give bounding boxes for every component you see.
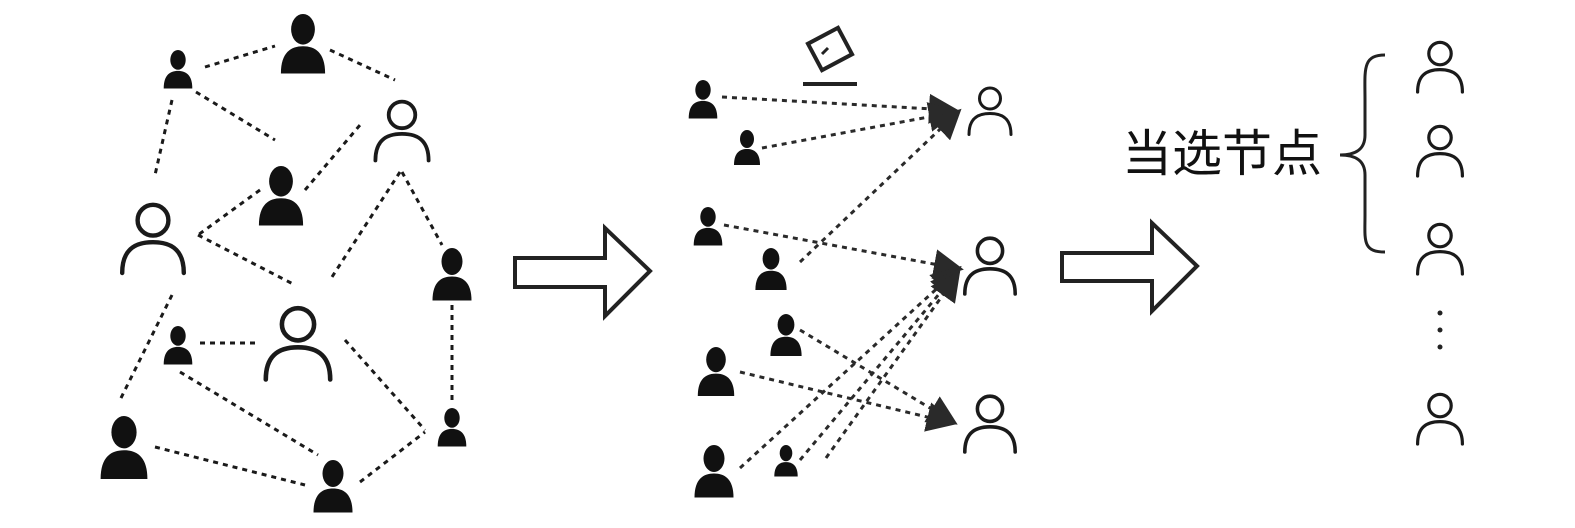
candidates <box>962 86 1018 454</box>
ellipsis-dot <box>1437 310 1443 316</box>
network-panel <box>100 13 472 513</box>
ellipsis-dot <box>1437 344 1443 350</box>
vote-links <box>721 93 964 470</box>
network-link <box>179 370 319 457</box>
vertical-ellipsis-icon <box>1437 310 1443 350</box>
elected-node <box>1415 392 1465 446</box>
network-link <box>204 44 276 69</box>
candidate-node <box>967 86 1013 136</box>
elected-node <box>1415 124 1465 178</box>
voter-node <box>100 416 148 479</box>
voting-panel <box>688 25 1018 498</box>
elected-node <box>1415 222 1465 276</box>
voter-node <box>770 314 802 356</box>
vote-arrow <box>738 265 962 470</box>
network-link <box>197 233 296 287</box>
network-link <box>153 99 174 176</box>
vote-arrow <box>824 270 961 459</box>
network-nodes <box>100 13 472 513</box>
network-link <box>329 48 396 82</box>
curly-brace-icon <box>1339 53 1386 254</box>
voter-node <box>734 130 760 165</box>
hollow-right-arrow-icon <box>1060 218 1200 316</box>
voter-node <box>163 326 193 365</box>
network-link <box>195 90 276 142</box>
voters <box>688 80 802 498</box>
vote-arrow <box>739 370 957 432</box>
network-link <box>359 430 426 484</box>
voter-node <box>432 248 472 301</box>
elected-panel: 当选节点 <box>1122 40 1465 446</box>
candidate-node <box>373 99 431 163</box>
voter-node <box>694 445 734 498</box>
network-link <box>328 171 402 281</box>
voter-node <box>280 13 326 74</box>
network-link <box>154 445 306 487</box>
voter-node <box>258 166 304 226</box>
voter-node <box>437 408 467 447</box>
ballot-box-icon <box>803 25 857 86</box>
network-link <box>400 171 444 246</box>
network-link <box>197 188 261 237</box>
voter-node <box>693 207 723 246</box>
network-link <box>303 124 362 191</box>
candidate-node <box>263 305 333 382</box>
voter-node <box>697 347 735 396</box>
candidate-node <box>962 394 1018 454</box>
voter-node <box>755 248 787 290</box>
network-link <box>343 339 427 431</box>
hollow-right-arrow-icon <box>513 223 653 321</box>
elected-node <box>1415 40 1465 94</box>
elected-list <box>1415 40 1465 446</box>
candidate-node <box>119 202 187 276</box>
vote-arrow <box>723 223 964 279</box>
voter-node <box>313 460 353 513</box>
network-links <box>118 44 454 487</box>
voter-node <box>774 445 798 477</box>
vote-arrow <box>798 268 961 461</box>
vote-arrow <box>761 102 959 150</box>
voter-node <box>163 50 193 89</box>
elected-nodes-label: 当选节点 <box>1122 125 1322 183</box>
network-link <box>118 294 174 401</box>
candidate-node <box>962 236 1018 296</box>
vote-arrow <box>721 93 959 124</box>
ellipsis-dot <box>1437 327 1443 333</box>
voter-node <box>688 80 718 119</box>
